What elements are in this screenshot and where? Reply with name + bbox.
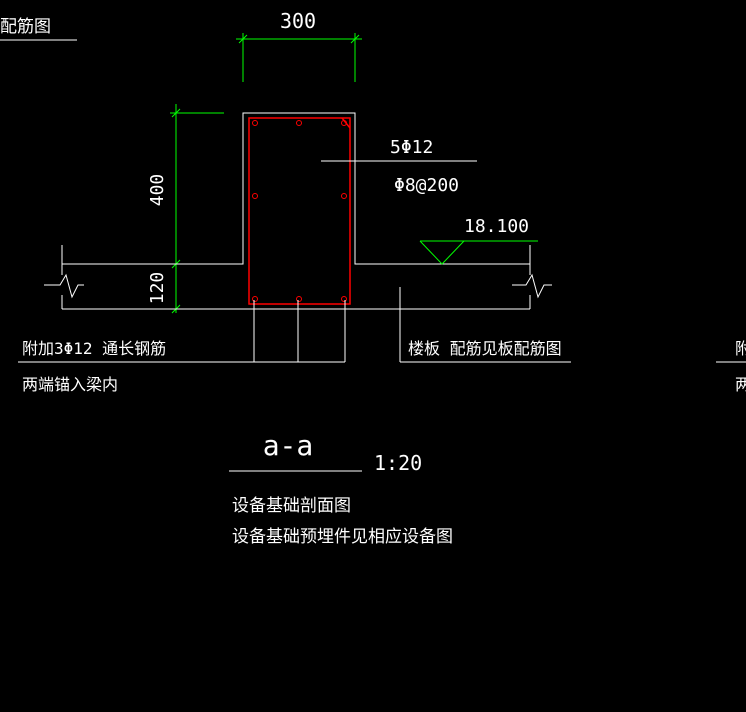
break-symbol-right: [512, 273, 552, 299]
rebar-dot-bottom-mid: [296, 296, 302, 302]
stirrup-text: Φ8@200: [394, 175, 459, 196]
main-rebar-text: 5Φ12: [390, 137, 433, 158]
rebar-dot-top-right: [341, 120, 347, 126]
height-dim-upper-text: 400: [147, 174, 168, 207]
rebar-dot-bottom-left: [252, 296, 258, 302]
rebar-dot-bottom-right: [341, 296, 347, 302]
additional-rebar-note-line2: 两端锚入梁内: [22, 375, 118, 394]
section-label: a-a: [263, 429, 314, 462]
width-dimension: [236, 33, 362, 82]
rebar-dot-top-left: [252, 120, 258, 126]
rebar-dot-top-mid: [296, 120, 302, 126]
slab-note-leader: [399, 287, 571, 363]
break-symbol-left: [44, 273, 84, 299]
additional-rebar-note-line1: 附加3Φ12 通长钢筋: [22, 339, 166, 358]
height-dim-lower-text: 120: [147, 272, 168, 305]
scale-text: 1:20: [374, 451, 422, 475]
foundation-outline: [61, 112, 531, 310]
caption-line2: 设备基础预埋件见相应设备图: [232, 527, 453, 547]
width-dim-text: 300: [280, 9, 316, 33]
caption-line1: 设备基础剖面图: [232, 496, 351, 516]
top-left-label: 配筋图: [0, 17, 51, 37]
right-cut-text-line1: 附: [735, 339, 746, 358]
right-cut-text-line2: 两: [735, 375, 746, 394]
rebar-cage: [248, 117, 351, 305]
slab-note-text: 楼板 配筋见板配筋图: [408, 339, 562, 358]
additional-rebar-leaders: [18, 300, 346, 363]
rebar-dot-mid-right: [341, 193, 347, 199]
elevation-text: 18.100: [464, 216, 529, 237]
height-dimension: [170, 104, 224, 314]
top-left-title: 配筋图: [0, 17, 77, 41]
rebar-dot-mid-left: [252, 193, 258, 199]
elevation-marker: [419, 240, 538, 265]
stirrup-outline: [248, 117, 351, 305]
